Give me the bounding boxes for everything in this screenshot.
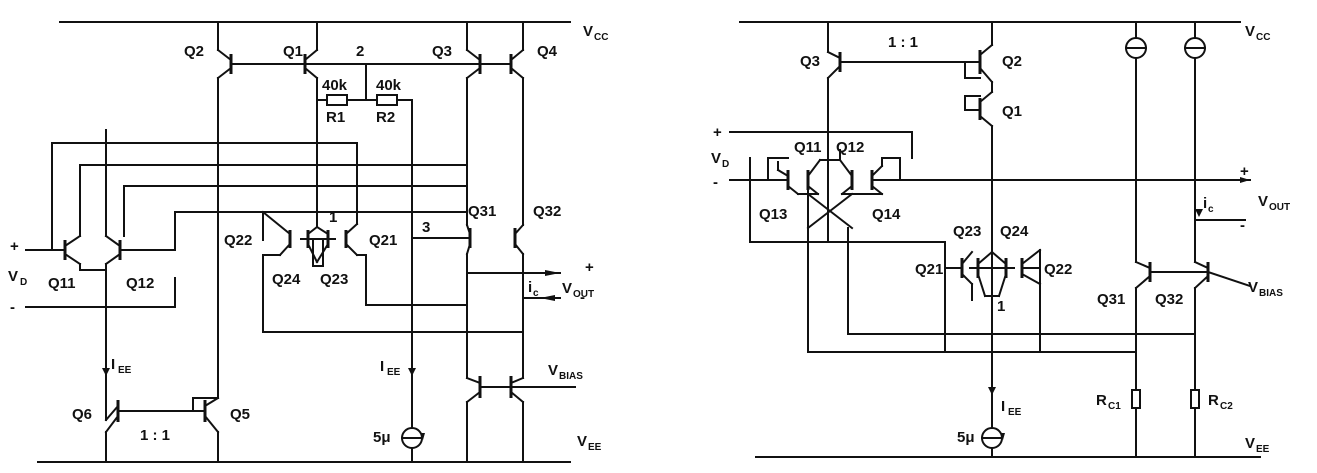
label-right-q23: Q23 [953, 223, 981, 240]
svg-text:C1: C1 [1108, 401, 1121, 412]
svg-text:CC: CC [1256, 32, 1270, 43]
label-rc2: R [1208, 392, 1219, 409]
resistor-r2 [376, 94, 398, 106]
label-r2-value: 40k [376, 77, 402, 94]
svg-text:c: c [1208, 204, 1214, 215]
label-right-iee: I [1001, 398, 1005, 415]
label-r1-value: 40k [322, 77, 348, 94]
label-q2: Q2 [184, 43, 204, 60]
left-vcc-label: V [583, 23, 593, 40]
right-vd-label: V [711, 150, 721, 167]
label-q5: Q5 [230, 406, 250, 423]
right-output-stage [1125, 21, 1252, 458]
left-vout-plus: + [585, 259, 594, 276]
svg-text:EE: EE [118, 365, 132, 376]
left-vd-minus: - [10, 299, 15, 316]
label-right-q32: Q32 [1155, 291, 1183, 308]
label-rc1: R [1096, 392, 1107, 409]
left-vd-label: V [8, 268, 18, 285]
resistor-r1 [326, 94, 348, 106]
resistor-rc1 [1131, 389, 1141, 409]
label-node-1: 1 [329, 209, 337, 226]
right-vout-minus: - [1240, 217, 1245, 234]
label-right-q22: Q22 [1044, 261, 1072, 278]
label-q24: Q24 [272, 271, 301, 288]
label-right-node-1: 1 [997, 298, 1005, 315]
label-node-3: 3 [422, 219, 430, 236]
svg-text:EE: EE [1256, 444, 1270, 455]
label-r1: R1 [326, 109, 345, 126]
left-vout-minus: - [580, 289, 585, 306]
left-vout-label: V [562, 280, 572, 297]
svg-text:BIAS: BIAS [1259, 288, 1283, 299]
label-q22: Q22 [224, 232, 252, 249]
left-vd-plus: + [10, 238, 19, 255]
left-second-stage [261, 142, 524, 333]
label-node-2: 2 [356, 43, 364, 60]
right-mirror-ratio: 1 : 1 [888, 34, 918, 51]
label-right-q3: Q3 [800, 53, 820, 70]
right-vd-minus: - [713, 174, 718, 191]
left-bottom-mirror [102, 77, 560, 463]
label-q1: Q1 [283, 43, 303, 60]
right-source-value: 5μ [957, 429, 975, 446]
left-resistors [316, 63, 413, 371]
svg-text:D: D [20, 277, 27, 288]
label-q31: Q31 [468, 203, 496, 220]
left-mirror-ratio: 1 : 1 [140, 427, 170, 444]
label-right-q13: Q13 [759, 206, 787, 223]
label-right-q11: Q11 [794, 139, 822, 156]
right-top-mirror [826, 21, 994, 421]
resistor-rc2 [1190, 389, 1200, 409]
svg-text:OUT: OUT [1269, 202, 1290, 213]
svg-text:c: c [533, 288, 539, 299]
label-ic-right: i [1203, 195, 1207, 212]
svg-text:OUT: OUT [573, 289, 594, 300]
label-q23: Q23 [320, 271, 348, 288]
svg-text:CC: CC [594, 32, 608, 43]
label-right-q21: Q21 [915, 261, 943, 278]
label-q11: Q11 [48, 275, 76, 292]
left-output-stage [411, 77, 576, 463]
right-second-stage [807, 179, 1196, 353]
svg-text:EE: EE [588, 442, 602, 453]
label-right-q24: Q24 [1000, 223, 1029, 240]
right-tail-source [981, 387, 1005, 458]
label-right-q2: Q2 [1002, 53, 1022, 70]
label-q3: Q3 [432, 43, 452, 60]
svg-text:C2: C2 [1220, 401, 1233, 412]
left-input-pair [25, 129, 468, 421]
label-q12: Q12 [126, 275, 154, 292]
label-iee-left: I [111, 356, 115, 373]
svg-text:D: D [722, 159, 729, 170]
label-right-q12: Q12 [836, 139, 864, 156]
right-vee-label: V [1245, 435, 1255, 452]
left-schematic [25, 21, 576, 463]
right-vcc-label: V [1245, 23, 1255, 40]
right-vd-plus: + [713, 124, 722, 141]
label-right-q1: Q1 [1002, 103, 1022, 120]
svg-text:BIAS: BIAS [559, 371, 583, 382]
right-vbias-label: V [1248, 279, 1258, 296]
right-schematic [729, 21, 1261, 458]
left-source-value: 5μ [373, 429, 391, 446]
svg-text:EE: EE [387, 367, 401, 378]
label-q4: Q4 [537, 43, 558, 60]
label-right-q31: Q31 [1097, 291, 1125, 308]
label-q32: Q32 [533, 203, 561, 220]
label-iee-source: I [380, 358, 384, 375]
svg-text:EE: EE [1008, 407, 1022, 418]
label-q6: Q6 [72, 406, 92, 423]
label-q21: Q21 [369, 232, 397, 249]
left-vee-label: V [577, 433, 587, 450]
label-right-q14: Q14 [872, 206, 901, 223]
left-vbias-label: V [548, 362, 558, 379]
left-top-mirror [216, 21, 525, 80]
label-ic-left: i [528, 279, 532, 296]
label-r2: R2 [376, 109, 395, 126]
right-vout-label: V [1258, 193, 1268, 210]
right-vout-plus: + [1240, 163, 1249, 180]
